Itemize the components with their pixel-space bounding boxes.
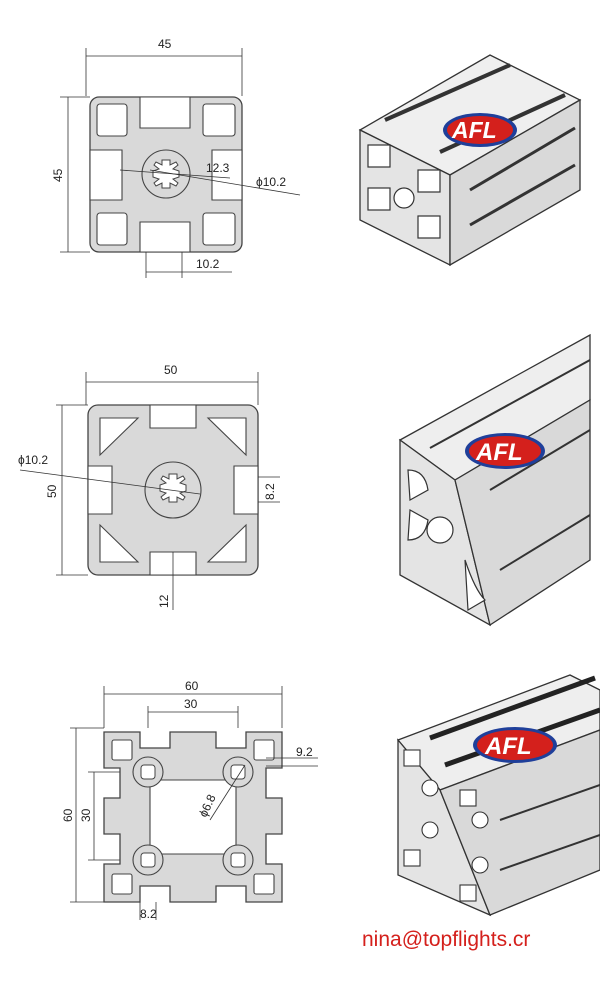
dim-width-50: 50 [164, 363, 178, 377]
center-bore-50 [159, 473, 187, 503]
dim-slot-side-50: 8.2 [263, 483, 277, 500]
dim-slot-45: 10.2 [196, 257, 220, 271]
svg-text:AFL: AFL [451, 117, 497, 143]
render-50x50: AFL [398, 333, 591, 627]
dim-slot-bottom-50: 12 [157, 594, 171, 608]
afl-logo-3: AFL [473, 727, 557, 763]
dim-width-60: 60 [185, 679, 199, 693]
center-bore-45 [152, 159, 180, 189]
svg-text:AFL: AFL [475, 439, 523, 466]
render-45x45: AFL [358, 54, 582, 267]
dim-inner-height-60: 30 [79, 808, 93, 822]
render-60x60: AFL [396, 674, 600, 917]
dim-inner-width-60: 30 [184, 697, 198, 711]
dim-bore-45: 12.3 [206, 161, 230, 175]
svg-text:AFL: AFL [484, 733, 532, 760]
dim-height-60: 60 [61, 808, 75, 822]
dim-slot-bottom-60: 8.2 [140, 907, 157, 921]
profile-row-50: 50 50 ϕ10.2 8.2 12 [0, 330, 600, 630]
contact-email: nina@topflights.cr [362, 928, 531, 951]
profile-row-45: 45 45 12.3 ϕ10.2 [0, 0, 600, 300]
afl-logo-1: AFL [443, 113, 517, 147]
drawing-60x60: 60 30 60 30 [61, 679, 318, 921]
afl-logo-2: AFL [465, 433, 545, 469]
dim-height-45: 45 [51, 168, 65, 182]
dim-height-50: 50 [45, 484, 59, 498]
profile-row-60: 60 30 60 30 [0, 670, 600, 981]
dim-diameter-50: ϕ10.2 [18, 453, 48, 467]
dim-slot-side-60: 9.2 [296, 745, 313, 759]
dim-width-45: 45 [158, 37, 172, 51]
drawing-50x50: 50 50 ϕ10.2 8.2 12 [18, 363, 280, 610]
corner-bores-60 [132, 756, 254, 876]
drawing-45x45: 45 45 12.3 ϕ10.2 [51, 37, 301, 278]
dim-diameter-45: ϕ10.2 [256, 175, 286, 189]
